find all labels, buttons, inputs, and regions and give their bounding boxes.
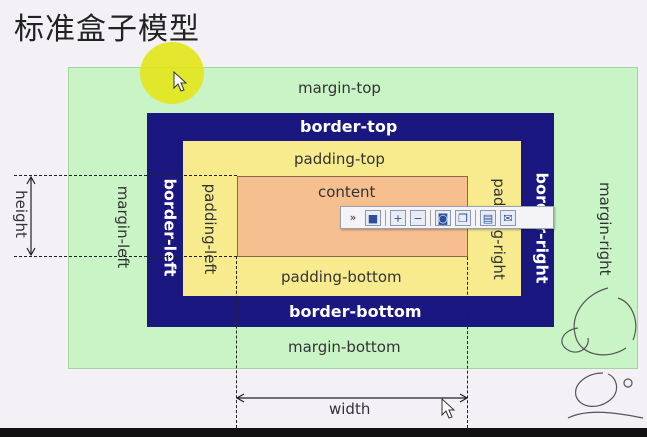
border-bottom-label: border-bottom [289, 302, 422, 321]
image-toolbar[interactable]: » ■ + − ◙ ❐ ▤ ✉ [340, 206, 554, 229]
mouse-pointer-icon [441, 397, 456, 419]
zoom-in-icon[interactable]: + [390, 209, 406, 226]
margin-left-label: margin-left [114, 185, 132, 269]
content-label: content [318, 183, 376, 201]
save-icon[interactable]: ■ [365, 209, 381, 226]
margin-right-label: margin-right [596, 182, 614, 276]
image-icon[interactable]: ◙ [435, 209, 451, 226]
margin-top-label: margin-top [298, 79, 381, 97]
border-top-label: border-top [300, 117, 398, 136]
page-title: 标准盒子模型 [14, 12, 200, 47]
width-left-guide [236, 256, 237, 428]
chevron-icon[interactable]: » [349, 210, 357, 224]
width-label: width [329, 400, 371, 418]
mail-icon[interactable]: ✉ [500, 209, 516, 226]
margin-bottom-label: margin-bottom [288, 338, 401, 356]
border-left-label: border-left [160, 178, 180, 277]
width-right-guide [467, 257, 468, 428]
bottom-bar [0, 428, 647, 437]
cursor-highlight [140, 42, 204, 104]
width-arrow [236, 393, 468, 403]
cartoon-sketch [561, 287, 644, 419]
copy-icon[interactable]: ❐ [455, 209, 471, 226]
zoom-out-icon[interactable]: − [410, 209, 426, 226]
padding-left-label: padding-left [201, 183, 219, 275]
height-bottom-guide [14, 256, 237, 257]
toolbar-divider [385, 209, 386, 226]
toolbar-divider [475, 209, 476, 226]
print-icon[interactable]: ▤ [480, 209, 496, 226]
padding-top-label: padding-top [294, 150, 385, 168]
mouse-pointer-icon [173, 70, 188, 92]
toolbar-divider [430, 209, 431, 226]
height-top-guide [14, 175, 237, 176]
padding-right-label: padding-right [490, 174, 508, 284]
height-arrow [26, 176, 36, 256]
height-label: height [12, 190, 30, 238]
padding-bottom-label: padding-bottom [281, 268, 402, 286]
